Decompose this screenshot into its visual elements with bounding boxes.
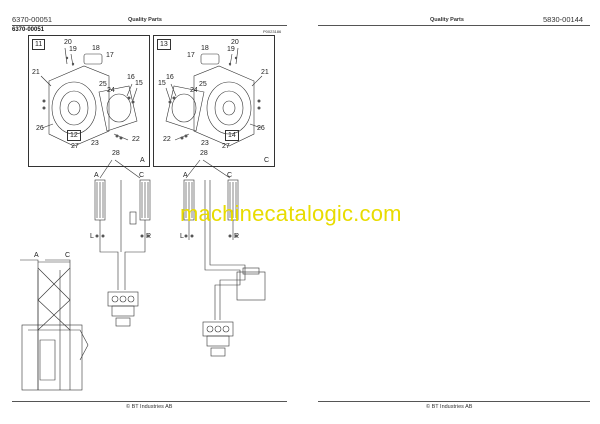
panel-corner-label: A [140, 157, 145, 164]
callout: 25 [99, 81, 107, 88]
schematic-label: L [180, 233, 184, 240]
callout: 19 [227, 46, 235, 53]
callout: 23 [201, 140, 209, 147]
callout: 20 [231, 39, 239, 46]
exploded-view-panel-c: 13 20 19 18 17 16 15 21 25 24 22 26 27 2… [153, 35, 275, 167]
callout: 21 [261, 69, 269, 76]
callout: 15 [135, 80, 143, 87]
footer-copyright: © BT Industries AB [126, 404, 173, 410]
callout: 22 [163, 136, 171, 143]
callout: 23 [91, 140, 99, 147]
panel-number: 13 [157, 39, 171, 50]
callout: 25 [199, 81, 207, 88]
header-title: Quality Parts [430, 17, 464, 23]
motor-drawing [165, 47, 263, 147]
schematic-label: C [65, 252, 71, 259]
exploded-view-panel-a: 11 20 19 18 17 16 15 21 25 24 22 26 27 2… [28, 35, 150, 167]
callout: 18 [201, 45, 209, 52]
schematic-label: C [139, 172, 145, 179]
footer-rule [318, 401, 590, 402]
header-rule [318, 25, 590, 26]
detail-number: 12 [67, 130, 81, 141]
panel-corner-label: C [264, 157, 270, 164]
hydraulic-item-label: 28 [112, 150, 120, 157]
callout: 26 [36, 125, 44, 132]
panel-number: 11 [32, 39, 46, 50]
schematic-label: A [34, 252, 39, 259]
callout: 17 [106, 52, 114, 59]
motor-drawing [40, 47, 138, 147]
callout: 16 [127, 74, 135, 81]
picture-number: P0023186 [263, 29, 282, 34]
callout: 21 [32, 69, 40, 76]
header-title: Quality Parts [128, 17, 162, 23]
left-page: 6370-00051 Quality Parts 6370-00051 P002… [12, 15, 287, 410]
callout: 16 [166, 74, 174, 81]
hydraulic-item-label: 28 [200, 150, 208, 157]
callout: 27 [222, 143, 230, 150]
schematic-label: A [94, 172, 99, 179]
callout: 17 [187, 52, 195, 59]
page-code: 6370-00051 [12, 15, 53, 24]
callout: 26 [257, 125, 265, 132]
callout: 18 [92, 45, 100, 52]
footer-copyright: © BT Industries AB [426, 404, 473, 410]
schematic-label: C [227, 172, 233, 179]
detail-number: 14 [225, 130, 239, 141]
callout: 20 [64, 39, 72, 46]
section-code: 6370-00051 [12, 27, 45, 33]
footer-rule [12, 401, 287, 402]
callout: 19 [69, 46, 77, 53]
header-rule [12, 25, 287, 26]
page-code: 5830-00144 [543, 15, 584, 24]
right-page: 5830-00144 Quality Parts © BT Industries… [300, 0, 600, 424]
callout: 24 [107, 87, 115, 94]
callout: 27 [71, 143, 79, 150]
watermark: machinecatalogic.com [180, 201, 402, 226]
cable-schematic [20, 159, 266, 391]
callout: 15 [158, 80, 166, 87]
schematic-label: A [183, 172, 188, 179]
callout: 22 [132, 136, 140, 143]
schematic-label: L [90, 233, 94, 240]
